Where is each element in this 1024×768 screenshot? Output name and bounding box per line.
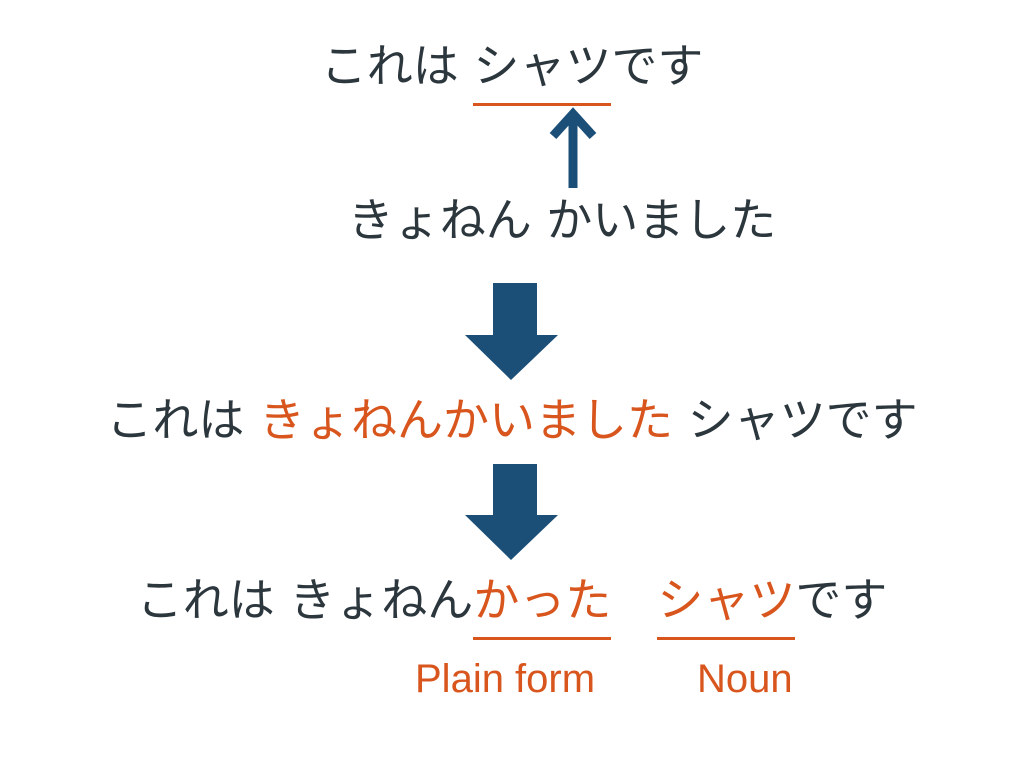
noun-underlined: シャツ bbox=[473, 39, 612, 106]
plain-form-label: Plain form bbox=[415, 657, 596, 701]
sentence-text: きょねん かいました bbox=[347, 193, 777, 247]
sentence-text: これは きょねん bbox=[136, 573, 474, 627]
sentence-2: きょねん かいました bbox=[0, 192, 1024, 248]
sentence-text: これは bbox=[106, 393, 259, 447]
down-arrow-icon bbox=[465, 464, 558, 560]
sentence-text: です bbox=[795, 573, 888, 627]
down-arrow-icon bbox=[465, 283, 558, 380]
sentence-1: これは シャツです bbox=[0, 38, 1024, 106]
noun-underlined: シャツ bbox=[657, 573, 796, 640]
up-arrow-icon bbox=[549, 107, 597, 188]
sentence-3: これは きょねんかいました シャツです bbox=[0, 392, 1024, 448]
noun-label: Noun bbox=[697, 657, 793, 701]
sentence-text: です bbox=[611, 39, 704, 93]
sentence-text: これは bbox=[320, 39, 474, 93]
sentence-4: これは きょねんかった シャツです bbox=[0, 572, 1024, 640]
plain-form-verb: かった bbox=[473, 573, 612, 640]
relative-clause: きょねんかいました bbox=[259, 393, 673, 447]
sentence-text: シャツです bbox=[673, 393, 918, 447]
spacer bbox=[611, 573, 657, 627]
